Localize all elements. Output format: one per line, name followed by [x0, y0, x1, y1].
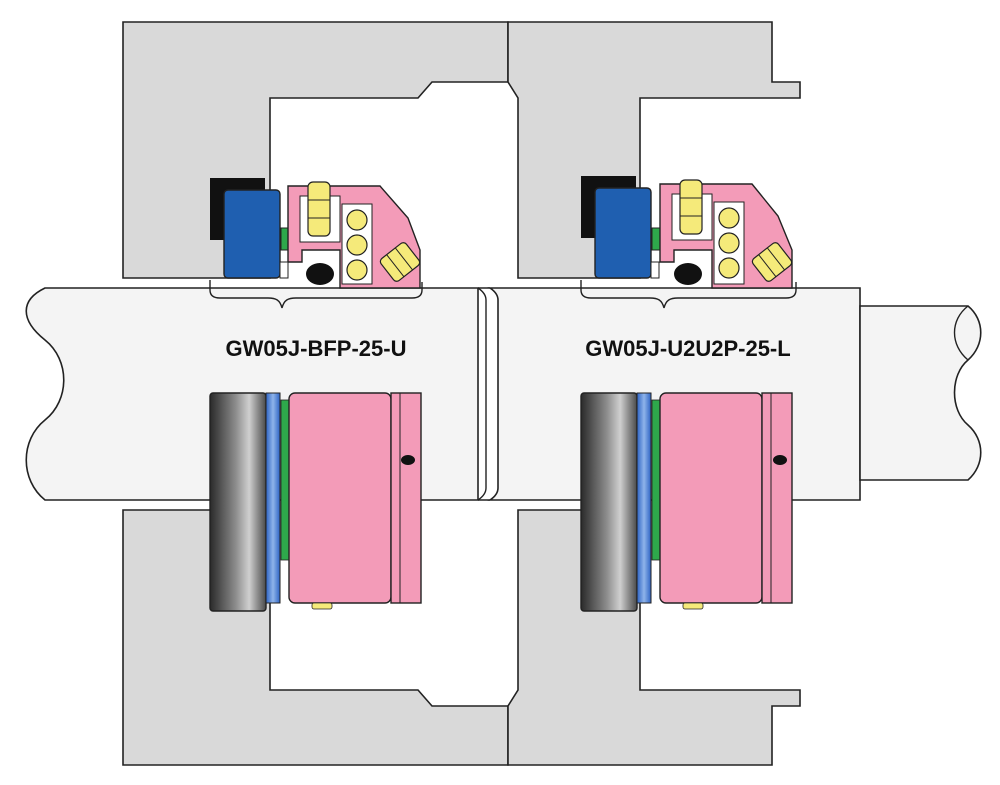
right-seal-label: GW05J-U2U2P-25-L	[585, 336, 790, 361]
left-seal-label: GW05J-BFP-25-U	[226, 336, 407, 361]
right-screw-dot	[773, 455, 787, 465]
right-green-strip	[651, 399, 661, 561]
left-seal-cross-section	[209, 178, 423, 309]
right-seat-blue	[594, 187, 652, 279]
right-spring-yellow	[679, 179, 703, 235]
right-seal-cross-section	[580, 176, 797, 309]
right-blue-strip	[636, 392, 652, 604]
left-seat-blue	[223, 189, 281, 279]
left-green-strip	[280, 399, 290, 561]
right-seal-side-view	[580, 392, 793, 612]
left-pink-collar	[288, 392, 392, 604]
left-spring-yellow	[307, 181, 331, 237]
right-pink-collar	[659, 392, 763, 604]
left-screw-dot	[401, 455, 415, 465]
shaft	[25, 287, 982, 501]
right-dark-ring	[580, 392, 638, 612]
right-oring-black	[674, 263, 702, 285]
left-blue-strip	[265, 392, 281, 604]
left-seal-side-view	[209, 392, 422, 612]
left-dark-ring	[209, 392, 267, 612]
left-oring-black	[306, 263, 334, 285]
